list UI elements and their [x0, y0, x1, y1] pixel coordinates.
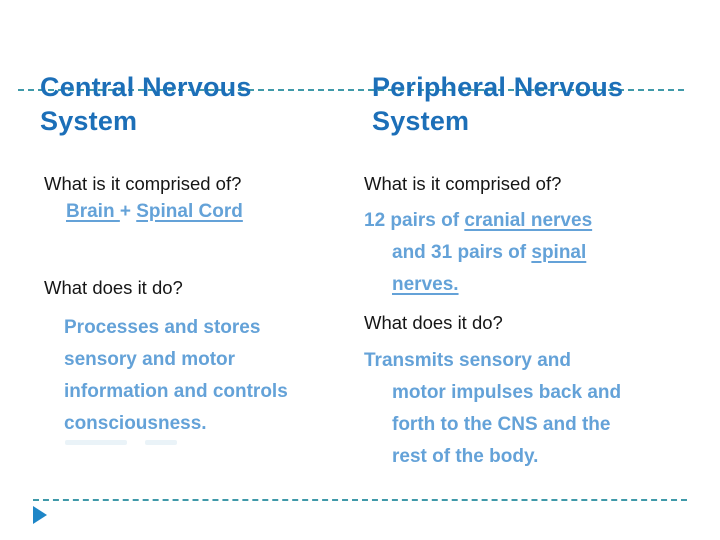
right-answer-does: Transmits sensory and motor impulses bac… — [364, 345, 704, 473]
right-question-comprised: What is it comprised of? — [364, 173, 562, 194]
answer-line: information and controls — [64, 381, 288, 402]
dashed-divider-bottom — [33, 499, 687, 501]
plus-separator: + — [119, 201, 137, 222]
answer-line: Transmits sensory and — [364, 350, 571, 371]
answer-line: forth to the CNS and the — [392, 414, 611, 435]
dashed-divider-top — [18, 89, 684, 91]
left-answer-does: Processes and stores sensory and motor i… — [64, 312, 364, 440]
left-question-does: What does it do? — [44, 277, 183, 298]
footer-play-triangle-icon — [33, 506, 47, 524]
answer-line: Processes and stores — [64, 317, 261, 338]
answer-text: and 31 pairs of — [392, 242, 532, 263]
answer-line: motor impulses back and — [392, 382, 622, 403]
right-question-does: What does it do? — [364, 312, 503, 333]
answer-line: sensory and motor — [64, 349, 236, 370]
answer-text: 12 pairs of — [364, 210, 465, 231]
answer-line: and 31 pairs of spinal — [392, 237, 694, 269]
left-answer-comprised: Brain + Spinal Cord — [66, 196, 243, 228]
left-question-comprised: What is it comprised of? — [44, 173, 242, 194]
ghost-underline — [145, 440, 177, 445]
brain-link-text: Brain — [66, 201, 120, 222]
ghost-underline — [65, 440, 127, 445]
nerves-link-text: nerves. — [392, 274, 459, 295]
answer-line: 12 pairs of cranial nerves — [364, 205, 694, 237]
left-column-title: Central Nervous System — [40, 72, 252, 136]
spinal-cord-link-text: Spinal Cord — [136, 201, 243, 222]
answer-line: consciousness. — [64, 413, 207, 434]
cranial-nerves-link-text: cranial nerves — [464, 210, 593, 231]
spinal-link-text: spinal — [531, 242, 587, 263]
answer-line: rest of the body. — [392, 446, 539, 467]
right-column-title: Peripheral Nervous System — [372, 72, 624, 136]
answer-line: nerves. — [392, 269, 694, 301]
right-answer-comprised: 12 pairs of cranial nerves and 31 pairs … — [364, 205, 694, 301]
